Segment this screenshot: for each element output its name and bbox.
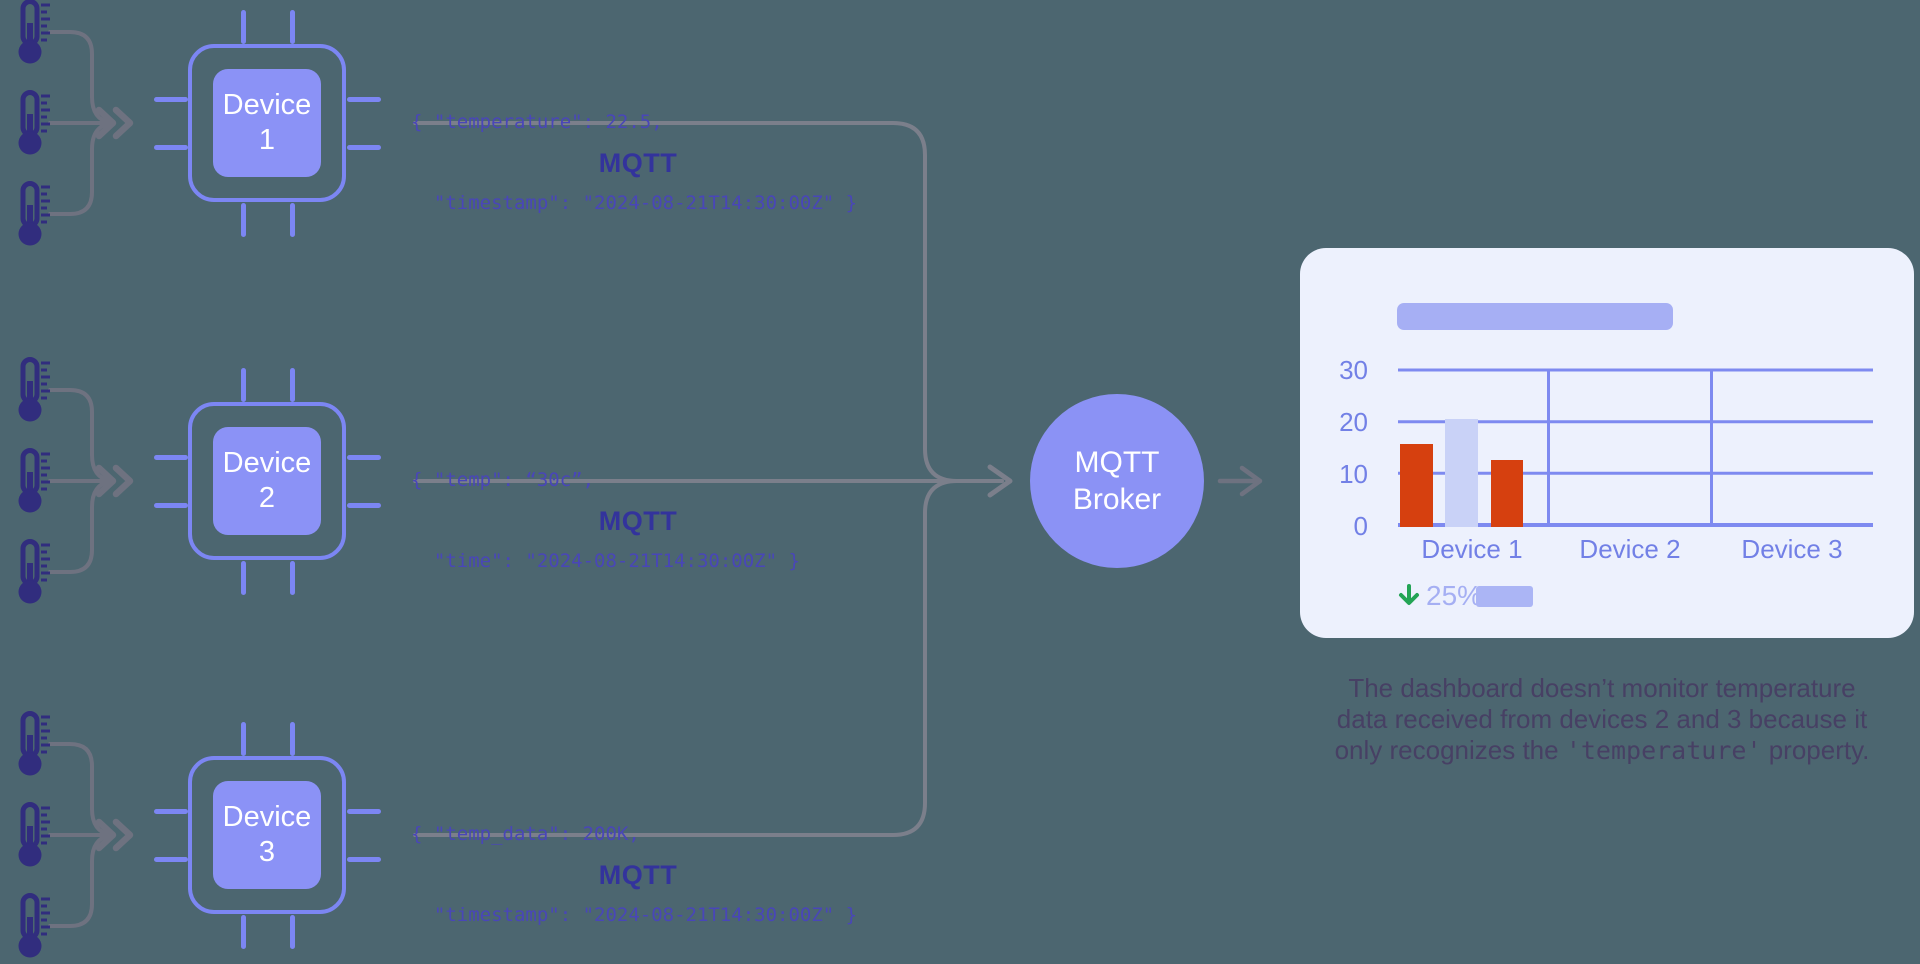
bar-group-device-1 <box>1398 368 1873 528</box>
payload-line: "timestamp": "2024-08-21T14:30:00Z" } <box>411 904 858 926</box>
chip-pin <box>153 809 188 814</box>
caption-segment: only recognizes the <box>1334 735 1566 765</box>
chip-pin <box>346 145 381 150</box>
trend-label-placeholder <box>1476 586 1533 607</box>
caption-line: The dashboard doesn’t monitor temperatur… <box>1348 673 1856 703</box>
device-2-payload: { "temp": “30c”, "time": "2024-08-21T14:… <box>411 413 800 629</box>
mqtt-protocol-label: MQTT <box>598 148 678 178</box>
mqtt-broker-node: MQTT Broker <box>1030 394 1204 568</box>
caption-line: only recognizes the 'temperature' proper… <box>1272 735 1920 766</box>
trend-down-arrow-icon <box>1399 584 1419 605</box>
chip-pin <box>153 455 188 460</box>
device-3-payload: { "temp_data": 200K, "timestamp": "2024-… <box>411 767 857 964</box>
caption-line: data received from devices 2 and 3 becau… <box>1336 704 1868 734</box>
broker-label-line: Broker <box>1072 483 1162 516</box>
device-number: 2 <box>258 482 276 514</box>
caption-text: The dashboard doesn’t monitor temperatur… <box>1272 673 1920 766</box>
thermometer-icon <box>18 893 50 958</box>
thermometer-icon <box>18 181 50 246</box>
chip-pin <box>290 202 295 237</box>
broker-label-line: MQTT <box>1074 446 1160 479</box>
thermometer-icon <box>18 539 50 604</box>
caption-code-segment: 'temperature' <box>1565 736 1762 765</box>
dashboard-card: 30 20 10 0 Device 1 Device 2 <box>1300 248 1914 638</box>
broker-input-arrow-icon <box>987 464 1013 498</box>
payload-line: "time": "2024-08-21T14:30:00Z" } <box>411 550 800 572</box>
chip-pin <box>241 9 246 44</box>
x-axis-label-device-1: Device 1 <box>1421 534 1523 564</box>
chip-pin <box>153 503 188 508</box>
chip-pin <box>290 560 295 595</box>
device-3-label: Device 3 <box>213 781 321 889</box>
payload-line: { "temperature": 22.5, <box>411 111 663 133</box>
payload-line: { "temp": “30c”, <box>411 469 595 491</box>
device-1-payload: { "temperature": 22.5, "timestamp": "202… <box>411 55 857 271</box>
mqtt-protocol-label: MQTT <box>598 860 678 890</box>
device-2-label: Device 2 <box>213 427 321 535</box>
chip-pin <box>153 97 188 102</box>
trend-percent: 25% <box>1426 580 1483 611</box>
y-axis-tick: 30 <box>1339 355 1368 385</box>
thermometer-icon <box>18 0 50 64</box>
device-2-chip: Device 2 <box>153 367 381 595</box>
y-axis-tick: 0 <box>1353 511 1368 541</box>
broker-to-dashboard-arrow-icon <box>1217 465 1263 497</box>
chip-pin <box>290 721 295 756</box>
chip-pin <box>241 367 246 402</box>
thermometer-icon <box>18 357 50 422</box>
chip-pin <box>346 809 381 814</box>
payload-line: { "temp_data": 200K, <box>411 823 640 845</box>
chip-pin <box>346 857 381 862</box>
chart-title-placeholder <box>1397 303 1673 330</box>
chip-pin <box>241 202 246 237</box>
chip-pin <box>290 914 295 949</box>
device-name-line: Device <box>222 801 312 833</box>
x-axis-label-device-2: Device 2 <box>1579 534 1681 564</box>
chip-pin <box>241 914 246 949</box>
device-1-label: Device 1 <box>213 69 321 177</box>
device-number: 3 <box>258 836 276 868</box>
bar-reading-highlight <box>1445 418 1478 527</box>
y-axis-tick: 10 <box>1339 459 1368 489</box>
device-number: 1 <box>258 124 276 156</box>
chip-pin <box>153 145 188 150</box>
thermometer-icon <box>18 802 50 867</box>
bar-reading <box>1400 444 1433 527</box>
payload-line: "timestamp": "2024-08-21T14:30:00Z" } <box>411 192 858 214</box>
chip-pin <box>153 857 188 862</box>
device-3-chip: Device 3 <box>153 721 381 949</box>
bar-reading <box>1491 459 1523 527</box>
chip-pin <box>241 560 246 595</box>
mqtt-protocol-label: MQTT <box>598 506 678 536</box>
thermometer-icon <box>18 448 50 513</box>
bar-chart-plot <box>1398 368 1873 528</box>
thermometer-icon <box>18 711 50 776</box>
thermometer-icon <box>18 90 50 155</box>
caption-segment: property. <box>1761 735 1870 765</box>
chip-pin <box>241 721 246 756</box>
x-axis-label-device-3: Device 3 <box>1741 534 1843 564</box>
device-name-line: Device <box>222 89 312 121</box>
chip-pin <box>290 367 295 402</box>
device-1-chip: Device 1 <box>153 9 381 237</box>
chip-pin <box>346 97 381 102</box>
device-name-line: Device <box>222 447 312 479</box>
chip-pin <box>346 455 381 460</box>
chip-pin <box>290 9 295 44</box>
chip-pin <box>346 503 381 508</box>
merge-arrow-icons <box>95 106 134 852</box>
y-axis-tick: 20 <box>1339 407 1368 437</box>
